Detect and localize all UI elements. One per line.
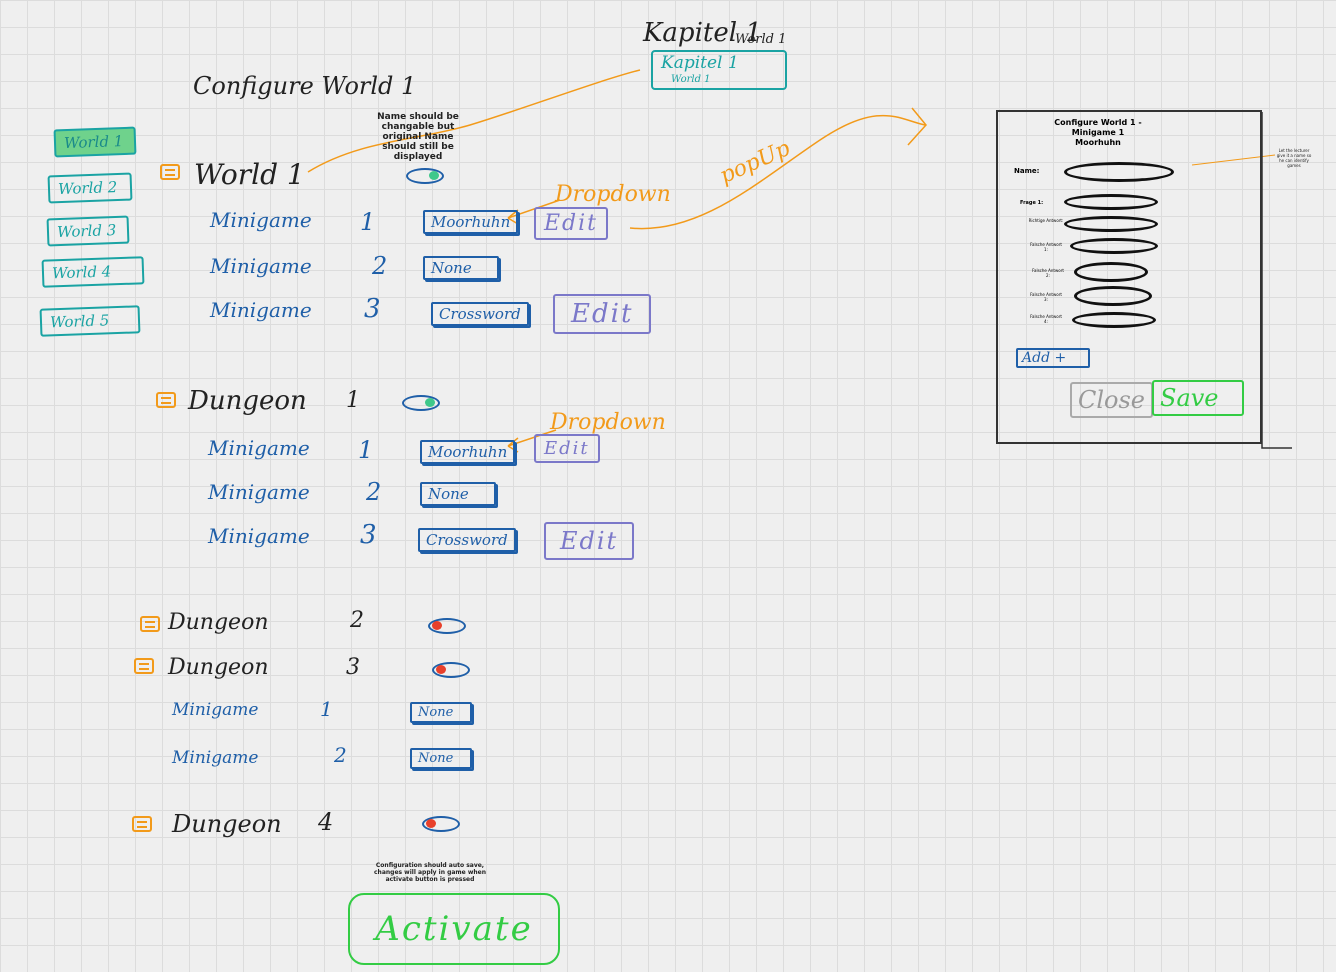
activate-button[interactable]: Activate — [348, 893, 560, 965]
kapitel-subtitle: World 1 — [735, 32, 787, 47]
dungeon3-toggle[interactable] — [432, 662, 470, 678]
world-name-field-sub: World 1 — [671, 74, 711, 85]
popup-wrong2-label: Falsche Antwort 2: — [1032, 268, 1064, 278]
dungeon1-minigame2-label: Minigame — [208, 480, 310, 504]
dungeon1-minigame1-edit-button[interactable]: Edit — [534, 434, 600, 463]
world1-toggle[interactable] — [406, 168, 444, 184]
world1-minigame2-dropdown[interactable]: None — [423, 256, 499, 280]
world1-minigame1-dropdown[interactable]: Moorhuhn — [423, 210, 519, 234]
world1-minigame3-dropdown[interactable]: Crossword — [431, 302, 529, 326]
tab-world-3[interactable]: World 3 — [46, 215, 130, 247]
dungeon1-note-icon[interactable] — [156, 392, 176, 408]
dungeon4-toggle[interactable] — [422, 816, 460, 832]
dungeon3-minigame1-dropdown[interactable]: None — [410, 702, 472, 723]
world1-minigame1-label: Minigame — [210, 208, 312, 232]
toggle-knob — [436, 665, 446, 674]
world1-minigame1-edit-button[interactable]: Edit — [534, 207, 609, 240]
dungeon2-note-icon[interactable] — [140, 616, 160, 632]
dungeon3-minigame2-dropdown[interactable]: None — [410, 748, 472, 769]
name-note-line — [307, 69, 641, 173]
dungeon3-name: Dungeon — [168, 655, 269, 680]
dungeon2-name: Dungeon — [168, 610, 269, 635]
popup-frage-label: Frage 1: — [1020, 200, 1044, 206]
dropdown-annotation-1: Dropdown — [555, 182, 671, 207]
autosave-note: Configuration should auto save, changes … — [374, 862, 486, 883]
dungeon1-minigame1-num: 1 — [358, 436, 374, 464]
dungeon1-name: Dungeon — [188, 386, 307, 416]
dungeon3-minigame1-label: Minigame — [172, 700, 259, 720]
world1-minigame2-num: 2 — [372, 252, 388, 280]
dungeon1-num: 1 — [346, 388, 360, 413]
world-name-field-value: Kapitel 1 — [661, 53, 739, 73]
dungeon1-minigame1-dropdown[interactable]: Moorhuhn — [420, 440, 516, 464]
popup-name-label: Name: — [1014, 167, 1040, 175]
dungeon4-note-icon[interactable] — [132, 816, 152, 832]
popup-frage-input[interactable] — [1064, 194, 1158, 210]
popup-arrow-head — [907, 107, 927, 146]
toggle-knob — [432, 621, 442, 630]
dungeon2-toggle[interactable] — [428, 618, 466, 634]
dropdown-annotation-2: Dropdown — [550, 410, 666, 435]
popup-correct-label: Richtige Antwort: — [1028, 218, 1064, 223]
popup-arrow — [629, 114, 926, 230]
toggle-knob — [425, 398, 435, 407]
tab-world-1[interactable]: World 1 — [53, 126, 137, 158]
dungeon3-minigame2-num: 2 — [334, 743, 347, 767]
dungeon2-num: 2 — [350, 608, 364, 633]
popup-wrong1-label: Falsche Antwort 1: — [1030, 242, 1062, 252]
dungeon3-note-icon[interactable] — [134, 658, 154, 674]
tab-world-5[interactable]: World 5 — [39, 305, 141, 337]
dungeon4-num: 4 — [318, 808, 334, 836]
world1-minigame3-num: 3 — [364, 294, 381, 324]
name-change-note: Name should be changable but original Na… — [377, 112, 459, 162]
dungeon1-toggle[interactable] — [402, 395, 440, 411]
popup-title: Configure World 1 - Minigame 1 Moorhuhn — [1054, 118, 1142, 147]
popup-wrong3-input[interactable] — [1074, 286, 1152, 306]
popup-wrong2-input[interactable] — [1074, 262, 1148, 282]
dropdown-arrow-2 — [507, 429, 557, 453]
page-title: Configure World 1 — [193, 72, 417, 100]
dungeon1-minigame2-num: 2 — [366, 478, 382, 506]
popup-correct-input[interactable] — [1064, 216, 1158, 232]
dungeon1-minigame3-num: 3 — [360, 520, 377, 550]
popup-wrong1-input[interactable] — [1070, 238, 1158, 254]
popup-wrong4-label: Falsche Antwort 4: — [1030, 314, 1062, 324]
popup-add-button[interactable]: Add + — [1016, 348, 1091, 368]
popup-side-note: Let the lecturer give it a name so he ca… — [1276, 148, 1312, 168]
popup-wrong4-input[interactable] — [1072, 312, 1156, 328]
toggle-knob — [426, 819, 436, 828]
dungeon1-minigame2-dropdown[interactable]: None — [420, 482, 496, 506]
kapitel-title: Kapitel 1 — [643, 18, 762, 48]
dungeon3-minigame2-label: Minigame — [172, 748, 259, 768]
popup-save-button[interactable]: Save — [1152, 380, 1244, 416]
world1-minigame2-label: Minigame — [210, 254, 312, 278]
world1-minigame1-num: 1 — [360, 208, 376, 236]
toggle-knob — [429, 171, 439, 180]
popup-extra-line — [1261, 112, 1292, 449]
configure-minigame-popup: Configure World 1 - Minigame 1 Moorhuhn … — [996, 110, 1262, 444]
dungeon1-minigame3-dropdown[interactable]: Crossword — [418, 528, 516, 552]
world1-name: World 1 — [194, 158, 305, 191]
dungeon1-minigame3-label: Minigame — [208, 524, 310, 548]
dungeon4-name: Dungeon — [172, 810, 282, 838]
dungeon1-minigame3-edit-button[interactable]: Edit — [544, 522, 635, 560]
popup-wrong3-label: Falsche Antwort 3: — [1030, 292, 1062, 302]
tab-world-4[interactable]: World 4 — [41, 256, 145, 288]
world1-note-icon[interactable] — [160, 164, 180, 180]
tab-world-2[interactable]: World 2 — [47, 172, 133, 204]
world1-minigame3-edit-button[interactable]: Edit — [553, 294, 652, 334]
dungeon3-num: 3 — [346, 655, 360, 680]
dungeon1-minigame1-label: Minigame — [208, 436, 310, 460]
world-name-field[interactable]: Kapitel 1 World 1 — [651, 50, 787, 90]
world1-minigame3-label: Minigame — [210, 298, 312, 322]
popup-close-button[interactable]: Close — [1070, 382, 1154, 418]
dungeon3-minigame1-num: 1 — [320, 697, 333, 721]
popup-name-input[interactable] — [1064, 162, 1174, 182]
